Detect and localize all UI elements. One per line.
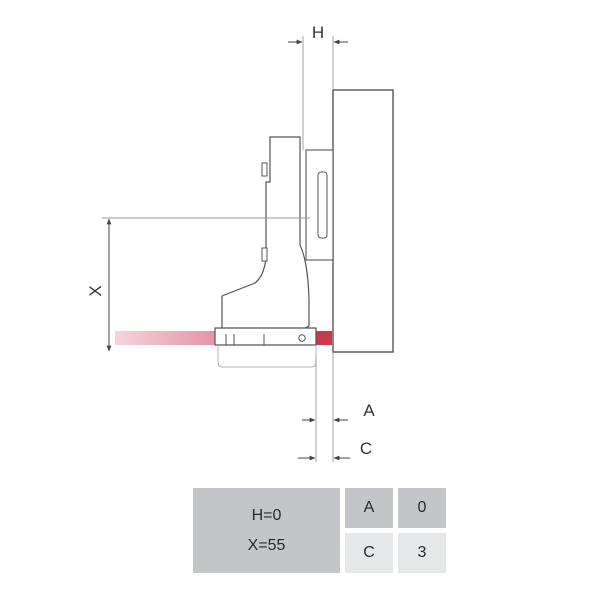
mounting-plate-slot xyxy=(317,171,328,239)
spec-c-value: 3 xyxy=(398,533,446,573)
spec-a-key: A xyxy=(345,488,393,528)
hinge-arm-screw-bottom xyxy=(261,247,268,262)
h-dimension-label: H xyxy=(312,23,324,42)
spec-a-value: 0 xyxy=(398,488,446,528)
cup-recess-outline xyxy=(217,345,317,368)
spec-main-cell: H=0 X=55 xyxy=(193,488,340,573)
hinge-pivot xyxy=(298,334,306,342)
c-dimension-label: C xyxy=(360,439,372,458)
spec-x-value: X=55 xyxy=(247,536,286,554)
spec-h-value: H=0 xyxy=(251,506,282,524)
spec-c-key: C xyxy=(345,533,393,573)
a-dimension-label: A xyxy=(363,401,375,420)
x-dimension-label: X xyxy=(86,285,105,296)
cabinet-side-panel xyxy=(332,89,394,353)
hinge-arm-screw-top xyxy=(261,162,268,177)
door-edge xyxy=(316,331,332,345)
